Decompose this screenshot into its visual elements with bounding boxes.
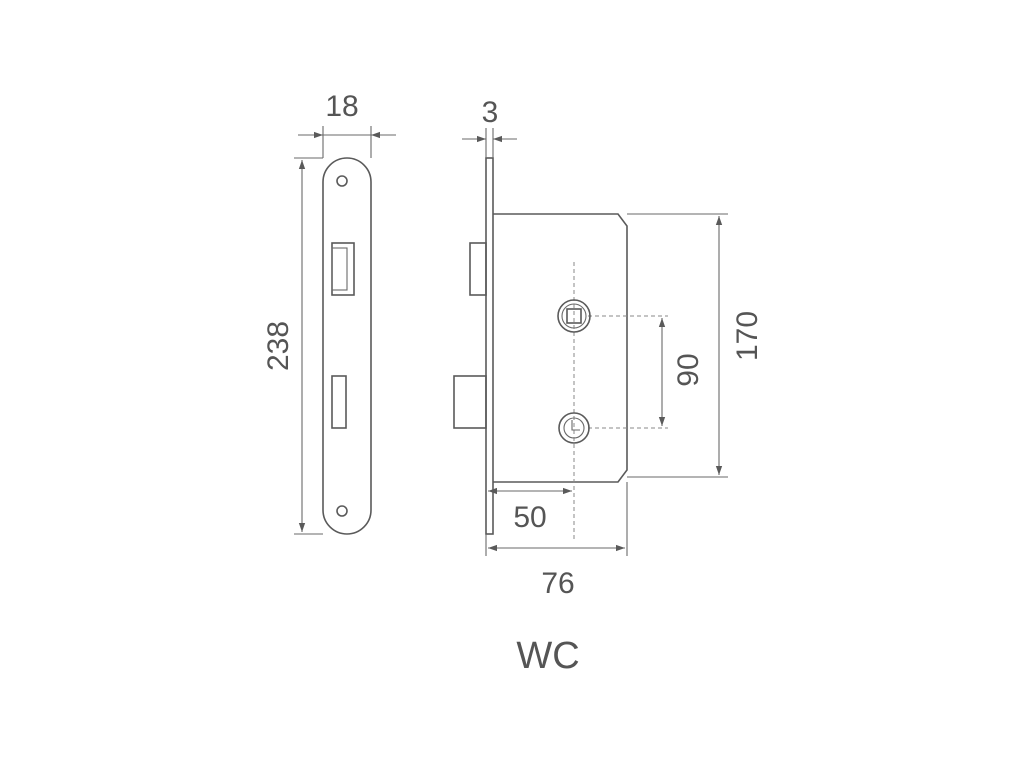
turn-hub-slot: [571, 420, 580, 431]
faceplate-outline: [322, 157, 372, 535]
lock-type-label: WC: [516, 635, 579, 677]
spindle-hub-inner: [561, 303, 587, 329]
dimension-case-height-label: 170: [731, 311, 764, 361]
dimension-backset: 50: [488, 487, 572, 534]
spindle-square-hole: [566, 308, 582, 324]
lock-case-side-view: [453, 157, 668, 540]
dimension-faceplate-thickness: 3: [462, 96, 517, 158]
latch-inner: [331, 247, 348, 291]
bolt-side: [453, 375, 487, 429]
latch-opening: [331, 242, 355, 296]
faceplate-top-screw-hole: [336, 175, 348, 187]
dimension-case-depth-label: 76: [541, 567, 574, 600]
dimension-faceplate-thickness-label: 3: [482, 96, 499, 129]
bolt-opening: [331, 375, 347, 429]
dimension-faceplate-height: 238: [262, 157, 323, 535]
spindle-hub-outer: [557, 299, 591, 333]
dimension-backset-label: 50: [513, 501, 546, 534]
dimension-case-height: 170: [627, 213, 764, 478]
faceplate-front-view: [322, 157, 372, 535]
faceplate-edge: [485, 157, 494, 535]
dimension-case-depth: 76: [485, 482, 628, 600]
dimension-faceplate-height-label: 238: [262, 321, 295, 371]
turn-hub-inner: [563, 417, 585, 439]
faceplate-bottom-screw-hole: [336, 505, 348, 517]
lock-case-body: [493, 213, 628, 483]
dimension-faceplate-width-label: 18: [325, 90, 358, 123]
latch-side: [469, 242, 487, 296]
turn-hub-outer: [558, 412, 590, 444]
dimension-spindle-distance-label: 90: [672, 353, 705, 386]
dimension-spindle-distance: 90: [658, 318, 705, 426]
dimension-faceplate-width: 18: [298, 90, 396, 158]
